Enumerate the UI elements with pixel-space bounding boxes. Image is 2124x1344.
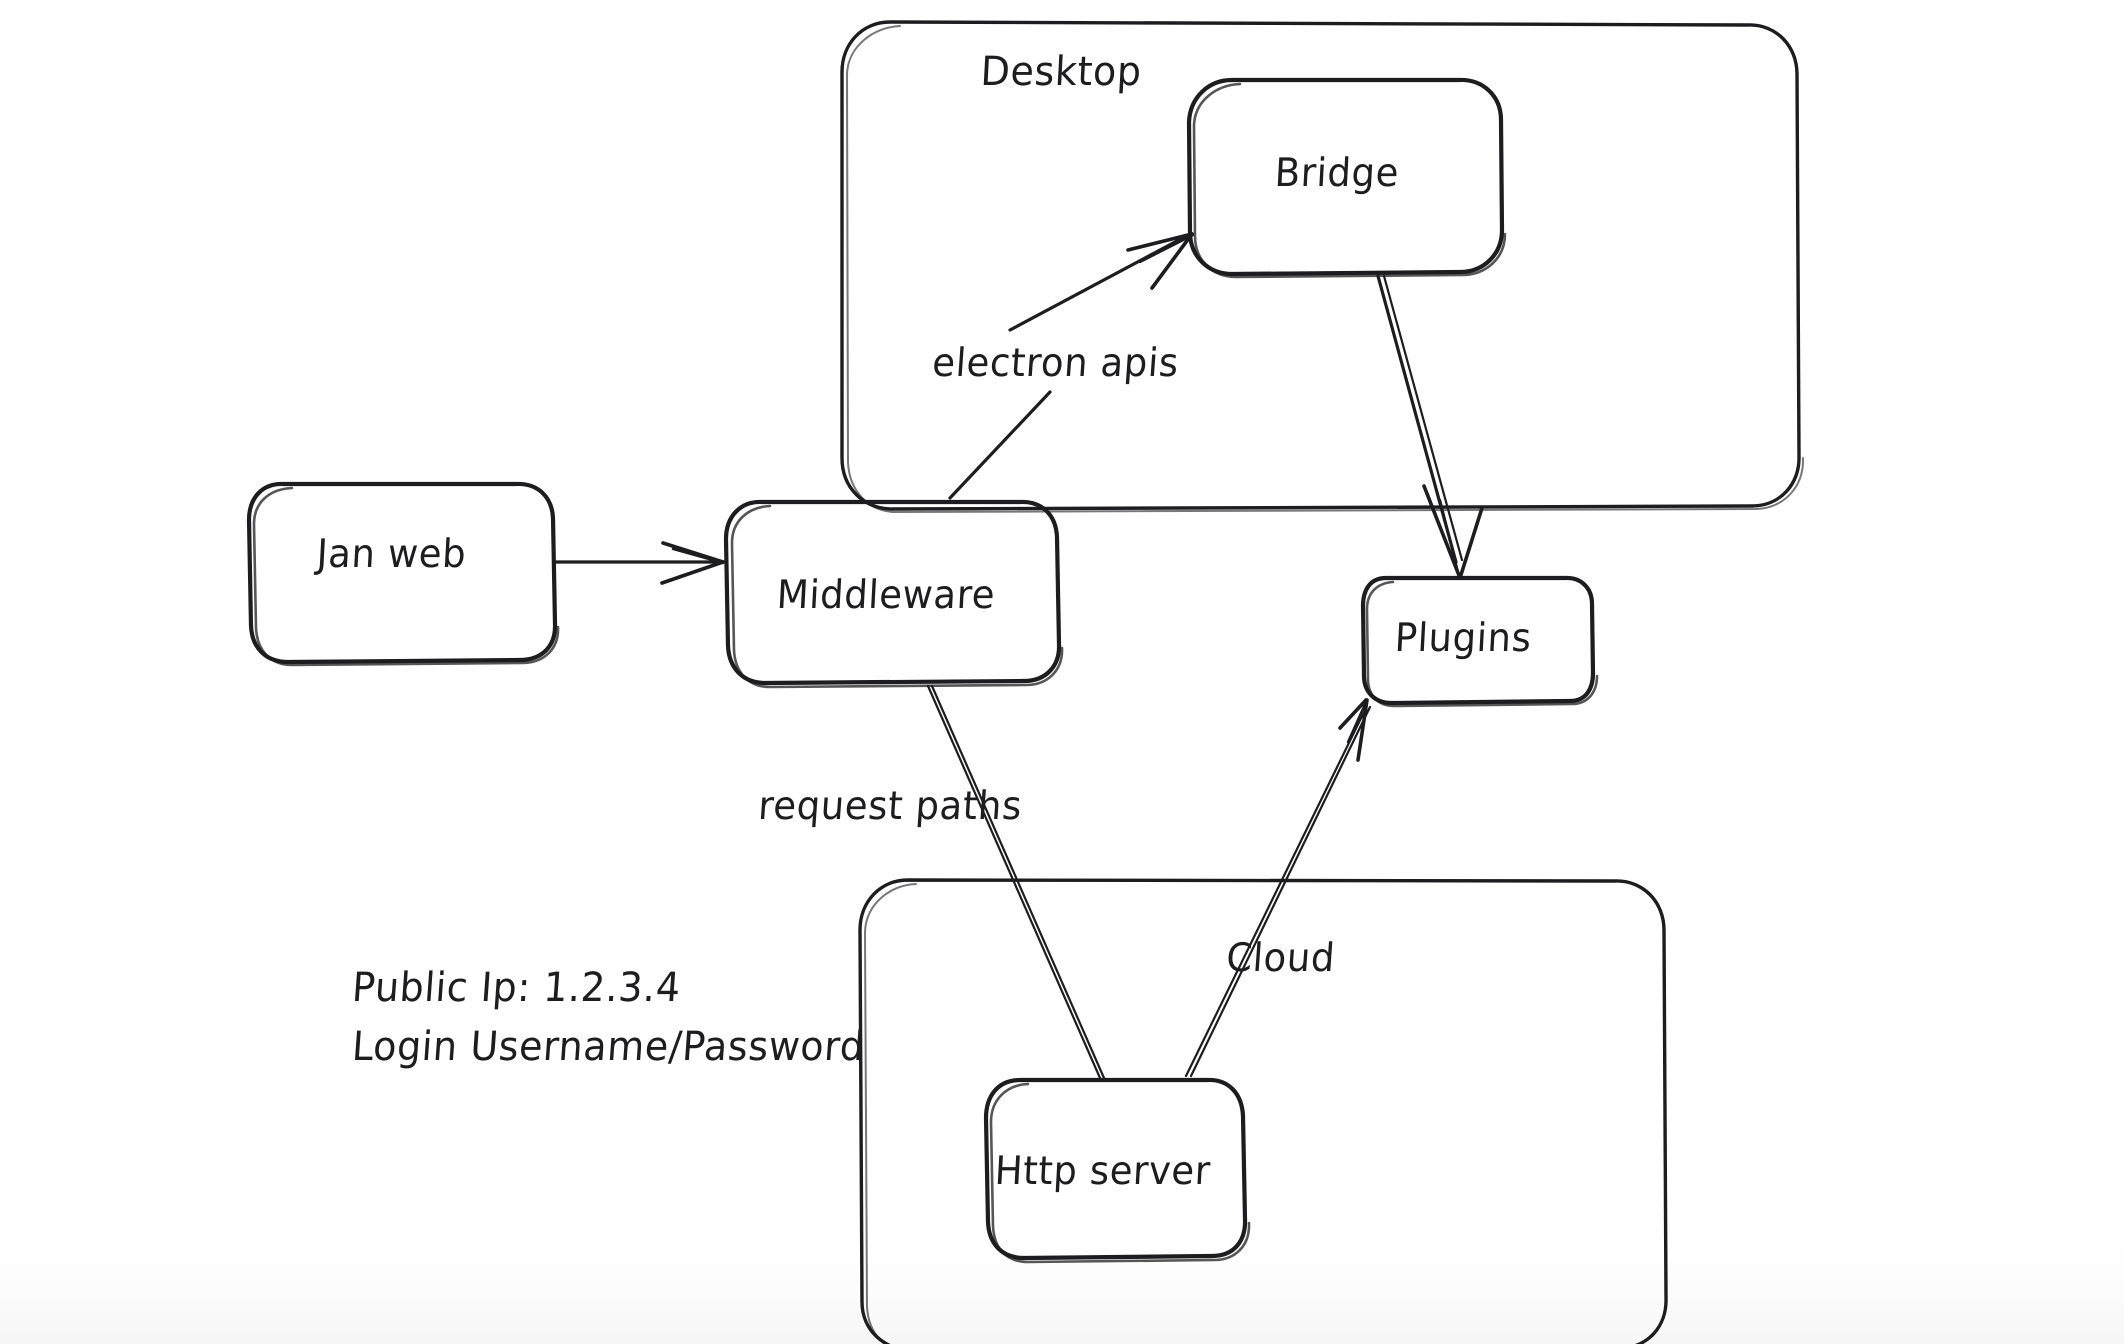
node-bridge[interactable] <box>1186 77 1507 279</box>
node-label-jan-web: Jan web <box>315 531 468 577</box>
container-desktop[interactable] <box>840 20 1805 513</box>
note-line-public-ip: Public Ip: 1.2.3.4 <box>350 964 683 1011</box>
note-line-login: Login Username/Password <box>350 1022 867 1070</box>
node-label-http-server: Http server <box>993 1148 1212 1194</box>
container-label-desktop: Desktop <box>979 48 1143 95</box>
edge-label-request-paths: request paths <box>756 783 1024 829</box>
edge-janweb-to-middleware <box>554 541 725 585</box>
node-jan-web[interactable] <box>246 481 560 667</box>
edge-middleware-to-bridge <box>948 232 1195 500</box>
note-public-ip: Public Ip: 1.2.3.4 Login Username/Passwo… <box>351 962 867 1069</box>
edge-label-cloud: Cloud <box>1224 935 1337 981</box>
container-cloud[interactable] <box>858 878 1668 1344</box>
edge-http-server-to-plugins <box>1184 698 1372 1078</box>
node-label-bridge: Bridge <box>1273 150 1401 196</box>
edge-label-electron-apis: electron apis <box>930 340 1181 386</box>
node-label-middleware: Middleware <box>775 572 997 618</box>
edge-middleware-to-http-server <box>926 684 1106 1080</box>
node-middleware[interactable] <box>723 499 1064 689</box>
node-label-plugins: Plugins <box>1393 615 1533 661</box>
node-plugins[interactable] <box>1360 575 1599 708</box>
node-http-server[interactable] <box>983 1077 1251 1264</box>
edge-bridge-to-plugins <box>1376 274 1484 580</box>
